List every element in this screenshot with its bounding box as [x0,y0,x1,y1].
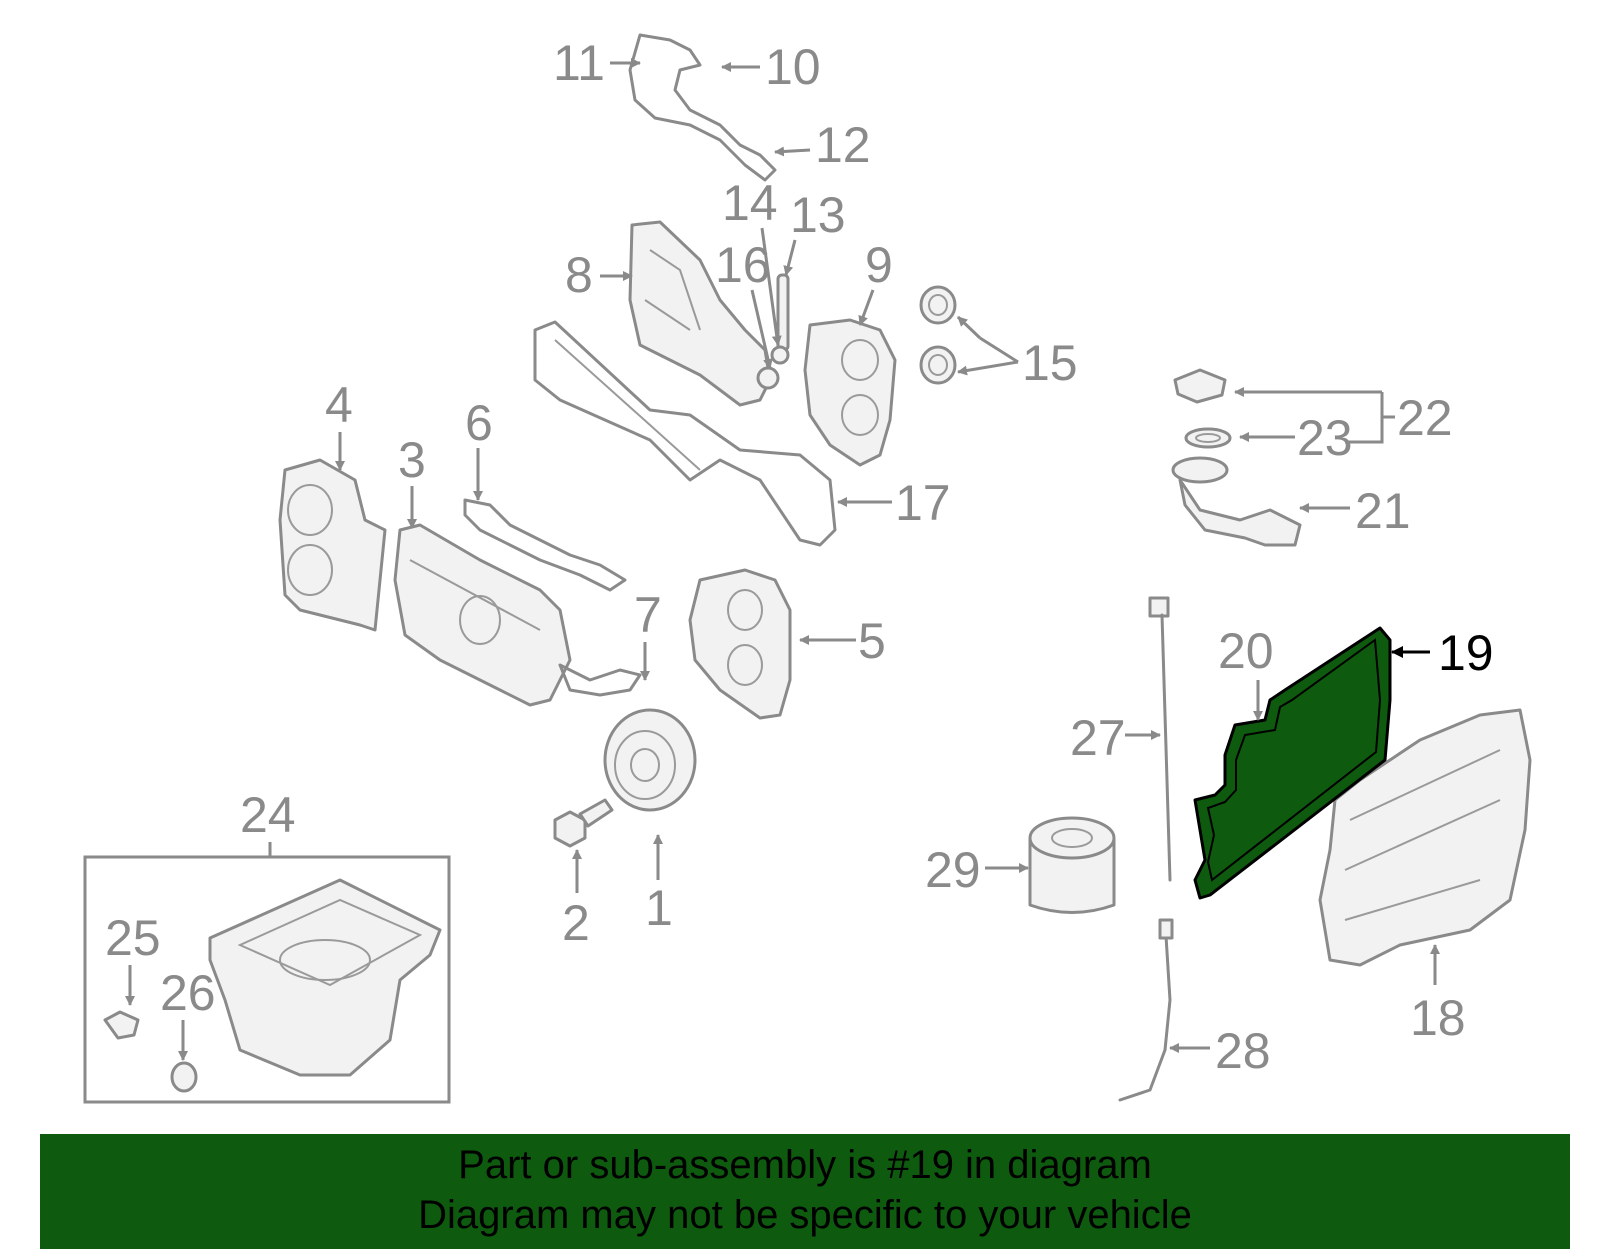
part-15-orings [919,285,957,385]
part-28-tube [1118,918,1174,1102]
label-3: 3 [398,432,426,488]
label-20: 20 [1218,623,1274,679]
info-banner: Part or sub-assembly is #19 in diagram D… [40,1134,1570,1249]
banner-line-2: Diagram may not be specific to your vehi… [418,1193,1192,1237]
label-8: 8 [565,247,593,303]
label-29: 29 [925,842,981,898]
part-18-cover [1318,708,1532,967]
label-12: 12 [815,117,871,173]
part-27-dipstick [1148,596,1172,882]
label-24: 24 [240,787,296,843]
part-8-cover [628,220,772,407]
label-23: 23 [1297,410,1353,466]
label-5: 5 [858,613,886,669]
part-2-bolt [553,798,614,848]
label-19: 19 [1438,625,1494,681]
part-29-filter [1028,816,1116,914]
part-5-cover [688,568,792,720]
callout-labels: 11 10 12 14 13 16 8 9 15 4 6 3 17 7 5 1 … [105,35,1494,1079]
label-16: 16 [715,237,771,293]
label-4: 4 [325,377,353,433]
part-6-7-gasket [463,498,642,697]
part-1-pulley [603,708,697,812]
label-22: 22 [1397,390,1453,446]
label-7: 7 [634,587,662,643]
label-17: 17 [895,475,951,531]
label-26: 26 [160,965,216,1021]
label-27: 27 [1070,710,1126,766]
part-23-seal [1184,427,1232,449]
label-15: 15 [1022,335,1078,391]
part-19-20-highlighted-gasket [1193,626,1392,900]
label-21: 21 [1355,483,1411,539]
label-2: 2 [562,895,590,951]
banner-line-1: Part or sub-assembly is #19 in diagram [458,1143,1152,1187]
part-17-belt [533,320,837,547]
part-22-cap [1173,368,1227,404]
label-13: 13 [790,187,846,243]
part-10-11-12-gasket [628,33,777,182]
label-1: 1 [645,880,673,936]
label-6: 6 [465,395,493,451]
part-24-oilpan-group [83,855,451,1104]
label-25: 25 [105,910,161,966]
part-9-cover [803,318,897,467]
label-18: 18 [1410,990,1466,1046]
part-4-cover [278,458,387,632]
label-9: 9 [865,237,893,293]
label-28: 28 [1215,1023,1271,1079]
part-3-cover [393,523,572,707]
label-11: 11 [553,35,605,91]
label-14: 14 [722,175,778,231]
label-10: 10 [765,39,821,95]
part-21-pipe [1171,456,1302,547]
leader-lines [125,58,1440,1061]
